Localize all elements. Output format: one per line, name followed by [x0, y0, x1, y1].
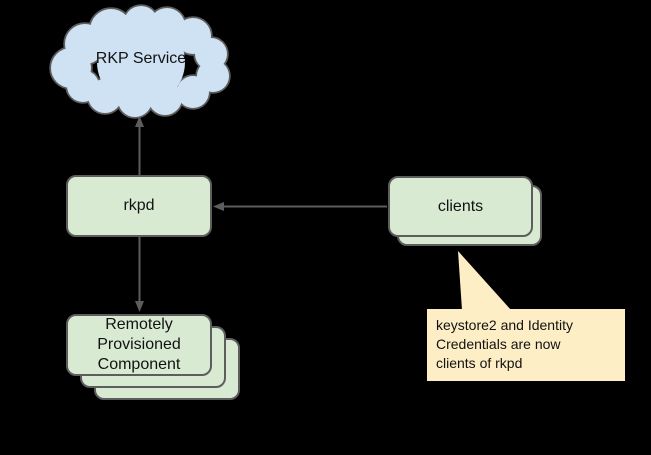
node-rkpd: rkpd	[66, 175, 212, 237]
node-rpc-label-line: Component	[97, 356, 181, 373]
callout-text-line: keystore2 and Identity	[436, 317, 573, 333]
callout-text-line: Credentials are now	[436, 336, 561, 352]
arrow-rkpd-to-rpc	[135, 237, 144, 312]
callout-note: keystore2 and Identity Credentials are n…	[427, 309, 625, 381]
callout-text-line: clients of rkpd	[436, 355, 523, 371]
node-rkpd-label: rkpd	[123, 197, 155, 214]
node-rpc-label-line: Provisioned	[97, 336, 181, 353]
cloud-icon	[49, 4, 231, 119]
node-rpc-label-line: Remotely	[105, 316, 173, 333]
arrow-clients-to-rkpd	[213, 202, 387, 211]
arrow-rkpd-to-rkp-service	[135, 116, 144, 175]
node-clients-label: clients	[437, 197, 484, 215]
callout-tail	[458, 251, 511, 310]
node-remotely-provisioned-component: Remotely Provisioned Component	[66, 314, 212, 376]
node-clients: clients	[388, 176, 533, 237]
